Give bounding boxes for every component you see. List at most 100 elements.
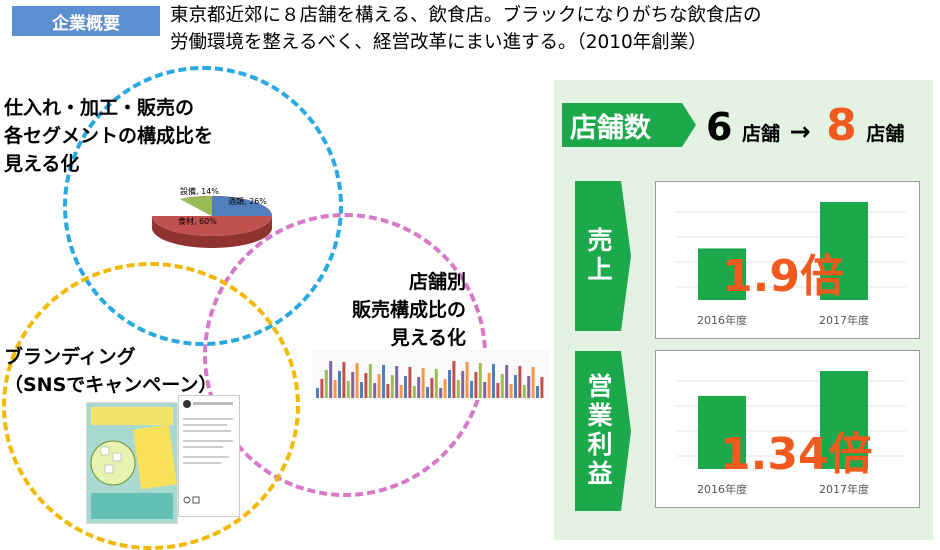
operating-profit-tag: 営業利益 xyxy=(575,351,621,511)
mini-bar xyxy=(329,361,333,398)
mini-bar xyxy=(417,377,421,398)
branding-circle xyxy=(2,262,300,550)
mini-bar xyxy=(333,380,337,398)
mini-bar xyxy=(426,387,429,398)
mini-bar xyxy=(355,363,359,398)
mini-bar xyxy=(368,364,372,398)
pie-slice-alcohol xyxy=(212,196,272,216)
mini-bar xyxy=(373,383,377,398)
store-count-to: 8 xyxy=(826,100,857,151)
store-count-tag-arrow xyxy=(682,103,696,147)
bar-2017年度 xyxy=(820,202,868,300)
mini-bar xyxy=(540,377,544,398)
pie-label-alcohol: 酒類, 26% xyxy=(228,196,267,206)
mini-bar xyxy=(452,361,456,398)
sales-chart: 2016年度 2017年度 xyxy=(655,181,920,339)
store-count-change: 6 店舗 → 8 店舗 xyxy=(706,100,908,151)
sns-post-image xyxy=(178,395,240,517)
store-composition-chart-image xyxy=(312,350,550,400)
mini-bar xyxy=(478,363,482,398)
campaign-flyer-image xyxy=(86,402,178,524)
store-unit-from: 店舗 xyxy=(742,123,781,145)
segment-label-line-2: 各セグメントの構成比を xyxy=(4,125,214,147)
company-description: 東京都近郊に８店舗を構える、飲食店。ブラックになりがちな飲食店の 労働環境を整え… xyxy=(170,2,935,56)
mini-bar xyxy=(531,367,535,398)
mini-bar xyxy=(386,384,390,398)
mini-bar xyxy=(470,381,473,398)
mini-bar xyxy=(522,385,526,398)
mini-bar xyxy=(514,375,517,398)
branding-label-line-1: ブランディング xyxy=(4,346,136,368)
mini-bar xyxy=(483,382,487,398)
mini-bar xyxy=(395,366,399,398)
mini-bar xyxy=(527,376,531,398)
sales-tag: 売上 xyxy=(575,181,621,331)
description-line-1: 東京都近郊に８店舗を構える、飲食店。ブラックになりがちな飲食店の xyxy=(170,5,762,26)
store-visualization-label: 店舗別 販売構成比の 見える化 xyxy=(318,268,466,352)
mini-bar xyxy=(316,388,319,398)
mini-bar xyxy=(320,379,324,398)
segment-label-line-3: 見える化 xyxy=(4,153,80,175)
mini-bar xyxy=(505,365,509,398)
mini-bar xyxy=(342,362,346,398)
mini-bar xyxy=(536,386,539,398)
pie-label-equipment: 設備, 14% xyxy=(180,186,219,196)
store-count-from: 6 xyxy=(706,105,733,149)
mini-bar xyxy=(496,383,500,398)
mini-bar xyxy=(474,372,478,398)
mini-bar xyxy=(500,374,504,398)
mini-bar xyxy=(390,375,394,398)
mini-bar xyxy=(487,373,491,398)
operating-profit-tag-arrow xyxy=(621,351,631,511)
mini-bar xyxy=(412,386,416,398)
mini-bar xyxy=(492,364,495,398)
mini-bar xyxy=(461,371,465,398)
x-tick-label: 2016年度 xyxy=(697,482,747,496)
mini-bar xyxy=(439,388,443,398)
branding-label-line-2: （SNSでキャンペーン） xyxy=(4,374,218,396)
bar-2016年度 xyxy=(698,395,746,469)
store-count-tag: 店舗数 xyxy=(562,103,682,147)
mini-bar xyxy=(351,372,355,398)
store-label-line-2: 販売構成比の xyxy=(351,299,466,321)
description-line-2: 労働環境を整えるべく、経営改革にまい進する。（2010年創業） xyxy=(170,32,707,53)
mini-bar xyxy=(408,367,412,398)
mini-bar xyxy=(434,369,438,398)
bar-2017年度 xyxy=(820,371,868,469)
sales-growth-ratio: 1.9倍 xyxy=(722,251,844,302)
mini-bar xyxy=(338,371,341,398)
sales-tag-arrow xyxy=(621,181,631,331)
right-arrow-icon: → xyxy=(789,117,811,146)
x-tick-label: 2017年度 xyxy=(819,313,869,327)
segment-pie-chart: 酒類, 26% 食材, 60% 設備, 14% xyxy=(150,178,274,260)
mini-bar xyxy=(404,376,407,398)
mini-bar xyxy=(456,380,460,398)
pie-slice-equipment xyxy=(180,195,212,216)
mini-bar xyxy=(377,374,381,398)
operating-profit-growth-ratio: 1.34倍 xyxy=(720,429,873,480)
mini-bar xyxy=(364,373,368,398)
segment-visualization-label: 仕入れ・加工・販売の 各セグメントの構成比を 見える化 xyxy=(4,94,304,178)
mini-bar xyxy=(465,362,469,398)
mini-bar xyxy=(421,368,425,398)
mini-bar xyxy=(430,378,434,398)
store-label-line-1: 店舗別 xyxy=(408,271,466,293)
store-label-line-3: 見える化 xyxy=(390,327,466,349)
store-unit-to: 店舗 xyxy=(866,123,905,145)
pie-slice-food xyxy=(152,216,272,236)
x-tick-label: 2016年度 xyxy=(697,313,747,327)
mini-bar xyxy=(382,365,385,398)
branding-label: ブランディング （SNSでキャンペーン） xyxy=(4,343,274,399)
company-overview-badge: 企業概要 xyxy=(12,6,160,36)
mini-bar xyxy=(346,381,350,398)
mini-bar xyxy=(509,384,513,398)
mini-bar xyxy=(448,370,451,398)
mini-bar xyxy=(399,385,403,398)
segment-label-line-1: 仕入れ・加工・販売の xyxy=(4,97,195,119)
mini-bar xyxy=(518,366,522,398)
mini-bar xyxy=(324,370,328,398)
pie-label-food: 食材, 60% xyxy=(178,216,217,226)
bar-2016年度 xyxy=(698,248,746,300)
mini-bar xyxy=(443,379,447,398)
